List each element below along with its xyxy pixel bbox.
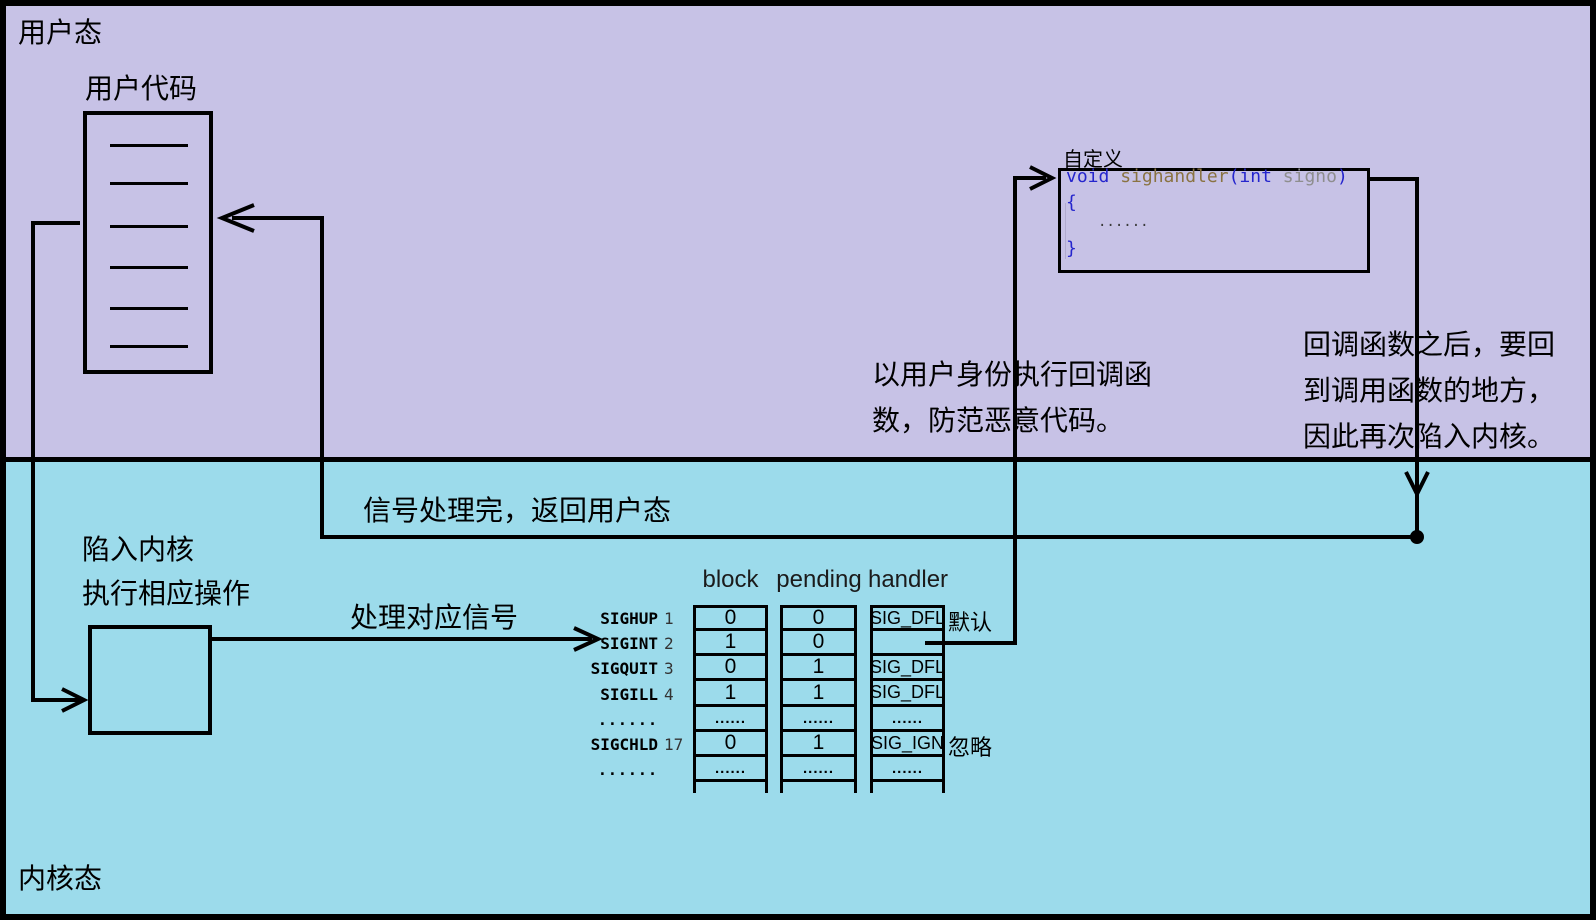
handler-cell: ...... [873,707,942,732]
kernel-mode-label: 内核态 [18,863,103,894]
signal-name: ...... [597,760,658,779]
pending-cell: 1 [783,731,854,757]
code-function-name: sighandler [1109,166,1229,187]
block-cell: 1 [696,681,765,707]
block-cell: ...... [696,707,765,732]
trap-caption-line1: 陷入内核 [82,534,195,565]
handler-code-signature: void sighandler(int signo) [1066,166,1348,187]
handler-code-brace-open: { [1066,192,1077,213]
handler-cell: SIG_DFL [870,681,945,707]
pending-column: 0 0 1 1 ...... 1 ...... [780,605,857,793]
signal-name: SIGCHLD [590,735,658,754]
signal-number: 3 [664,659,674,678]
code-paren-close: ) [1336,166,1348,187]
return-note: 回调函数之后，要回 到调用函数的地方， 因此再次陷入内核。 [1303,322,1555,460]
return-note-line2: 到调用函数的地方， [1303,375,1556,406]
code-argument: signo [1271,166,1337,187]
signal-name: SIGINT [600,634,658,653]
signal-label-row: ...... [530,757,688,782]
signal-name: SIGILL [600,684,658,704]
signal-done-caption: 信号处理完，返回用户态 [363,495,672,526]
block-column: 0 1 0 1 ...... 0 ...... [693,605,768,793]
signal-label-row: SIGHUP 1 [530,605,688,631]
signal-name: SIGQUIT [590,659,658,678]
signal-name: ...... [597,710,658,729]
handler-cell: SIG_DFL [870,608,945,631]
custom-handler-label: 自定义 [1063,149,1123,171]
signal-number: 17 [664,735,684,754]
signal-name: SIGHUP [600,608,658,628]
handler-cell: SIG_DFL [870,656,945,681]
block-cell: 1 [696,630,765,656]
block-cell: 0 [696,731,765,757]
code-keyword-int: int [1239,166,1272,187]
signal-label-row: SIGINT 2 [530,631,688,656]
code-line-glyph [110,266,188,269]
handle-signal-caption: 处理对应信号 [350,602,519,633]
handler-column: SIG_DFL SIG_DFL SIG_DFL ...... SIG_IGN .… [870,605,945,793]
code-line-glyph [110,345,188,348]
code-line-glyph [110,225,188,228]
block-cell: 0 [696,606,765,631]
user-code-box [83,111,213,374]
block-cell: ...... [696,757,765,782]
handler-code-brace-close: } [1066,238,1077,259]
pending-cell: 0 [783,630,854,656]
header-pending: pending [776,566,862,593]
trap-caption-line2: 执行相应操作 [82,578,251,609]
pending-cell: 1 [783,681,854,707]
return-note-line1: 回调函数之后，要回 [1303,329,1556,360]
header-block: block [702,566,759,593]
signal-label-row: SIGQUIT 3 [530,656,688,681]
return-note-line3: 因此再次陷入内核。 [1303,421,1556,452]
code-keyword-void: void [1066,166,1110,187]
signal-label-row: ...... [530,707,688,732]
pending-cell: ...... [783,757,854,782]
kernel-op-box [88,625,212,735]
exec-note-line2: 数，防范恶意代码。 [872,405,1125,436]
code-line-glyph [110,144,188,147]
ignore-annotation: 忽略 [948,735,993,760]
code-paren-open: ( [1228,166,1240,187]
code-line-glyph [110,307,188,310]
code-line-glyph [110,182,188,185]
signal-label-row: SIGCHLD 17 [530,732,688,757]
pending-cell: 0 [783,606,854,631]
handler-cell [873,631,942,656]
signal-number: 1 [664,608,674,628]
block-cell: 0 [696,655,765,681]
default-annotation: 默认 [948,610,993,635]
user-code-title: 用户代码 [85,73,198,104]
signal-number: 4 [664,684,674,704]
handler-cell: SIG_IGN [871,732,944,757]
exec-note-line1: 以用户身份执行回调函 [872,359,1153,390]
signal-label-row: SIGILL 4 [530,681,688,707]
user-mode-label: 用户态 [18,17,103,48]
handler-code-body: ...... [1098,214,1149,230]
exec-note: 以用户身份执行回调函 数，防范恶意代码。 [872,352,1152,444]
header-handler: handler [867,566,949,593]
pending-cell: ...... [783,707,854,732]
handler-cell: ...... [873,757,942,782]
pending-cell: 1 [783,655,854,681]
signal-number: 2 [664,634,674,653]
